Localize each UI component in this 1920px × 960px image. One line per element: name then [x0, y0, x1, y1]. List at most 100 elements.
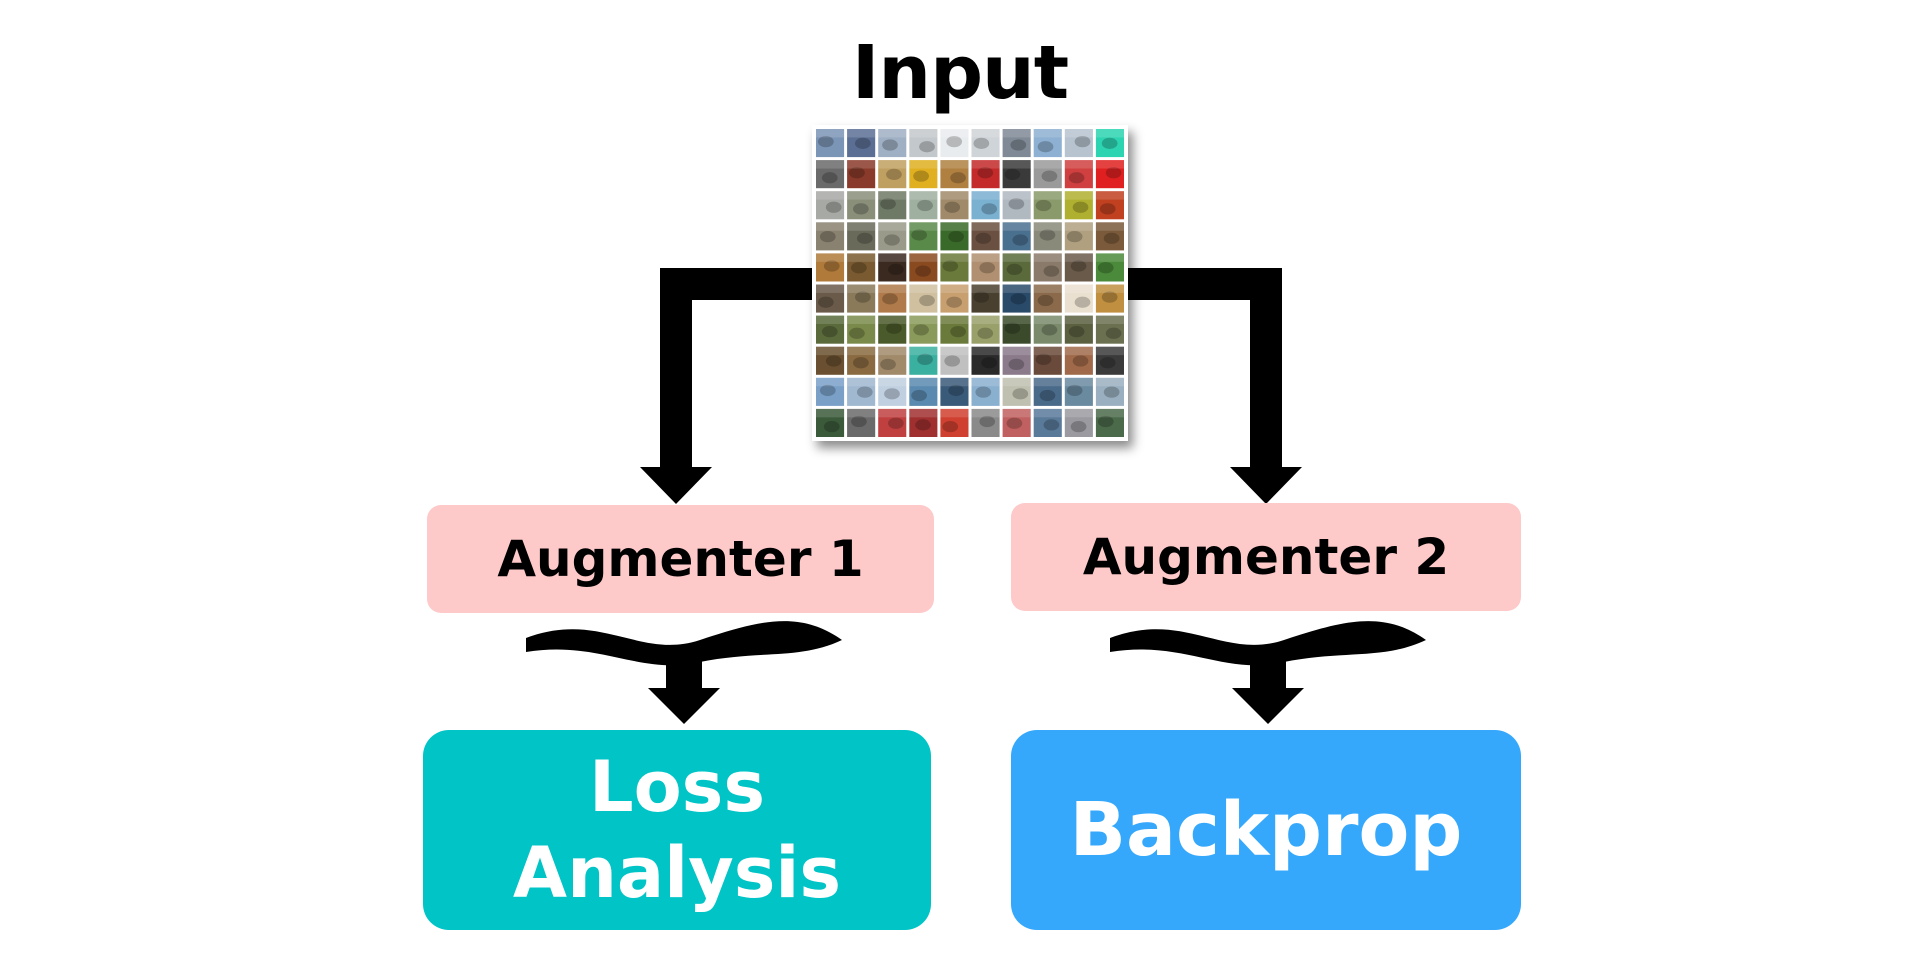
thumbnail-subject — [880, 198, 896, 210]
thumbnail-image — [909, 222, 938, 251]
thumbnail-subject — [823, 260, 840, 272]
thumbnail-highlight — [1095, 315, 1124, 325]
thumbnail-subject — [950, 172, 966, 184]
thumbnail-highlight — [1095, 284, 1124, 293]
thumbnail-highlight — [971, 284, 1000, 293]
thumbnail-highlight — [909, 191, 938, 200]
thumbnail-image — [1064, 222, 1093, 251]
thumbnail-image — [1002, 222, 1031, 251]
thumbnail-image — [909, 191, 938, 220]
thumbnail-image — [1095, 284, 1124, 313]
thumbnail-subject — [977, 167, 994, 179]
thumbnail-subject — [849, 327, 865, 339]
thumbnail-image — [1002, 346, 1031, 375]
thumbnail-highlight — [1064, 160, 1093, 169]
thumbnail-image — [971, 160, 1000, 189]
thumbnail-image — [1033, 253, 1062, 282]
thumbnail-highlight — [971, 253, 1000, 262]
thumbnail-image — [1064, 129, 1093, 158]
thumbnail-subject — [854, 291, 871, 303]
thumbnail-subject — [981, 357, 998, 369]
loss-analysis-box: Loss Analysis — [423, 730, 931, 930]
thumbnail-highlight — [971, 408, 1000, 418]
thumbnail-image — [816, 129, 845, 158]
thumbnail-highlight — [1064, 315, 1093, 325]
thumbnail-highlight — [940, 377, 969, 387]
thumbnail-highlight — [878, 284, 907, 293]
thumbnail-subject — [853, 203, 869, 215]
thumbnail-image — [909, 377, 938, 406]
thumbnail-image — [971, 346, 1000, 375]
thumbnail-image — [1095, 346, 1124, 375]
thumbnail-subject — [1037, 294, 1054, 307]
thumbnail-highlight — [1064, 377, 1093, 387]
thumbnail-highlight — [1095, 408, 1124, 418]
thumbnail-subject — [1074, 296, 1091, 308]
thumbnail-image — [909, 346, 938, 375]
thumbnail-highlight — [971, 222, 1000, 231]
thumbnail-subject — [1004, 322, 1021, 334]
thumbnail-subject — [821, 172, 838, 184]
thumbnail-highlight — [816, 346, 845, 356]
thumbnail-image — [971, 222, 1000, 251]
thumbnail-subject — [1070, 420, 1087, 433]
thumbnail-image — [940, 129, 969, 158]
thumbnail-highlight — [816, 408, 845, 418]
thumbnail-image — [971, 315, 1000, 344]
thumbnail-subject — [817, 136, 834, 148]
thumbnail-image — [1033, 346, 1062, 375]
thumbnail-subject — [825, 355, 842, 367]
thumbnail-image — [816, 160, 845, 189]
thumbnail-image — [971, 284, 1000, 313]
thumbnail-highlight — [816, 160, 845, 169]
thumbnail-subject — [977, 327, 994, 339]
augmenter-2-box: Augmenter 2 — [1011, 503, 1521, 611]
thumbnail-image — [816, 284, 845, 313]
thumbnail-highlight — [816, 253, 845, 262]
thumbnail-subject — [882, 293, 898, 305]
augmenter-1-box: Augmenter 1 — [427, 505, 934, 613]
thumbnail-subject — [1066, 231, 1083, 243]
thumbnail-image — [847, 284, 876, 313]
thumbnail-image — [847, 377, 876, 406]
thumbnail-highlight — [1033, 346, 1062, 356]
thumbnail-highlight — [909, 315, 938, 325]
thumbnail-subject — [1039, 389, 1056, 402]
thumbnail-image — [816, 377, 845, 406]
thumbnail-image — [816, 191, 845, 220]
thumbnail-highlight — [1095, 377, 1124, 387]
thumbnail-image — [1033, 377, 1062, 406]
thumbnail-subject — [946, 296, 963, 308]
thumbnail-highlight — [940, 222, 969, 231]
wave-arrow-augmenter-2-to-backprop — [1110, 621, 1426, 724]
thumbnail-image — [878, 284, 907, 313]
thumbnail-subject — [851, 262, 867, 274]
thumbnail-subject — [882, 139, 898, 151]
thumbnail-highlight — [847, 222, 876, 231]
thumbnail-highlight — [1095, 191, 1124, 200]
thumbnail-subject — [1008, 358, 1025, 371]
thumbnail-image — [1095, 377, 1124, 406]
backprop-box: Backprop — [1011, 730, 1521, 930]
thumbnail-image — [1064, 253, 1093, 282]
augmenter-2-label: Augmenter 2 — [1082, 528, 1450, 586]
thumbnail-subject — [856, 232, 873, 244]
thumbnail-image — [971, 408, 1000, 437]
thumbnail-image — [1095, 408, 1124, 437]
thumbnail-image — [940, 377, 969, 406]
thumbnail-highlight — [878, 222, 907, 231]
thumbnail-image — [1002, 377, 1031, 406]
thumbnail-subject — [950, 325, 966, 338]
thumbnail-highlight — [940, 408, 969, 418]
thumbnail-highlight — [940, 284, 969, 293]
thumbnail-image — [1095, 191, 1124, 220]
thumbnail-subject — [1074, 136, 1091, 148]
thumbnail-subject — [913, 324, 929, 336]
thumbnail-highlight — [909, 377, 938, 387]
thumbnail-highlight — [1002, 160, 1031, 169]
thumbnail-subject — [886, 322, 902, 334]
thumbnail-subject — [854, 137, 871, 149]
thumbnail-image — [909, 129, 938, 158]
thumbnail-subject — [1068, 325, 1085, 338]
